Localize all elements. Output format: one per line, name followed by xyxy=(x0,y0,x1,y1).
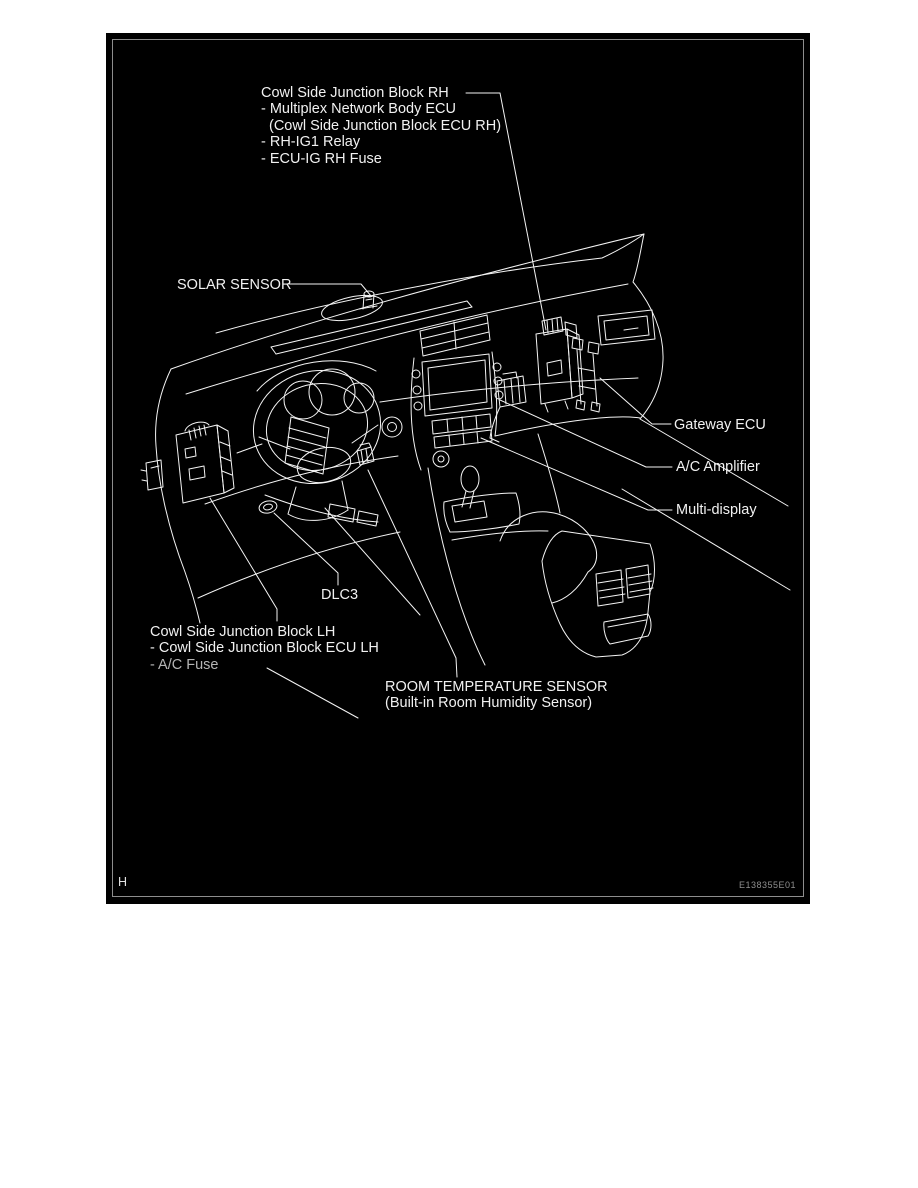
rh-junction-block-part xyxy=(536,317,583,412)
label-room-temperature-sensor: ROOM TEMPERATURE SENSOR (Built-in Room H… xyxy=(385,679,608,712)
shift-lever xyxy=(444,466,520,532)
instrument-cluster xyxy=(257,361,376,419)
dashboard-line-art xyxy=(106,33,810,904)
center-stack-buttons xyxy=(412,363,503,467)
multi-display-screen xyxy=(422,354,492,416)
lh-junction-block-part xyxy=(141,422,234,503)
defroster-slot xyxy=(271,301,472,354)
label-line: (Cowl Side Junction Block ECU RH) xyxy=(269,117,502,134)
label-cowl-side-junction-block-lh: Cowl Side Junction Block LH - Cowl Side … xyxy=(150,624,379,673)
dlc3-connector xyxy=(258,499,278,514)
label-solar-sensor: SOLAR SENSOR xyxy=(177,277,292,293)
label-line: Cowl Side Junction Block RH xyxy=(261,85,449,101)
dashboard-outline xyxy=(156,234,790,623)
left-air-vent xyxy=(285,417,329,474)
label-line: - A/C Fuse xyxy=(150,656,219,673)
center-air-vent xyxy=(420,315,490,356)
ignition-knob xyxy=(382,417,402,437)
label-ac-amplifier: A/C Amplifier xyxy=(676,459,760,475)
diagram-panel: Cowl Side Junction Block RH - Multiplex … xyxy=(106,33,810,904)
label-line: - Cowl Side Junction Block ECU LH xyxy=(150,640,379,657)
label-line: - Multiplex Network Body ECU xyxy=(261,101,456,118)
label-multi-display: Multi-display xyxy=(676,502,757,518)
ac-amplifier-part xyxy=(490,372,526,442)
label-line: ROOM TEMPERATURE SENSOR xyxy=(385,679,608,695)
room-temperature-sensor-part xyxy=(357,443,374,465)
steering-wheel xyxy=(241,357,392,520)
speaker-grille xyxy=(319,291,384,325)
label-cowl-side-junction-block-rh: Cowl Side Junction Block RH - Multiplex … xyxy=(261,85,501,167)
label-line: - RH-IG1 Relay xyxy=(261,134,361,151)
label-line: - ECU-IG RH Fuse xyxy=(261,150,382,167)
gateway-ecu-part xyxy=(572,338,600,412)
dash-switches xyxy=(328,504,378,526)
page-corner-mark: H xyxy=(118,875,128,889)
label-line: (Built-in Room Humidity Sensor) xyxy=(385,695,593,712)
label-line: Cowl Side Junction Block LH xyxy=(150,624,336,640)
center-stack-frame xyxy=(411,352,497,470)
label-gateway-ecu: Gateway ECU xyxy=(674,417,766,433)
solar-sensor-part xyxy=(359,291,377,309)
label-dlc3: DLC3 xyxy=(321,587,359,603)
rear-console-vents xyxy=(542,531,655,657)
right-air-vent xyxy=(598,310,655,345)
figure-code: E138355E01 xyxy=(738,880,796,890)
leader-lines xyxy=(210,93,672,718)
center-console xyxy=(428,434,597,665)
